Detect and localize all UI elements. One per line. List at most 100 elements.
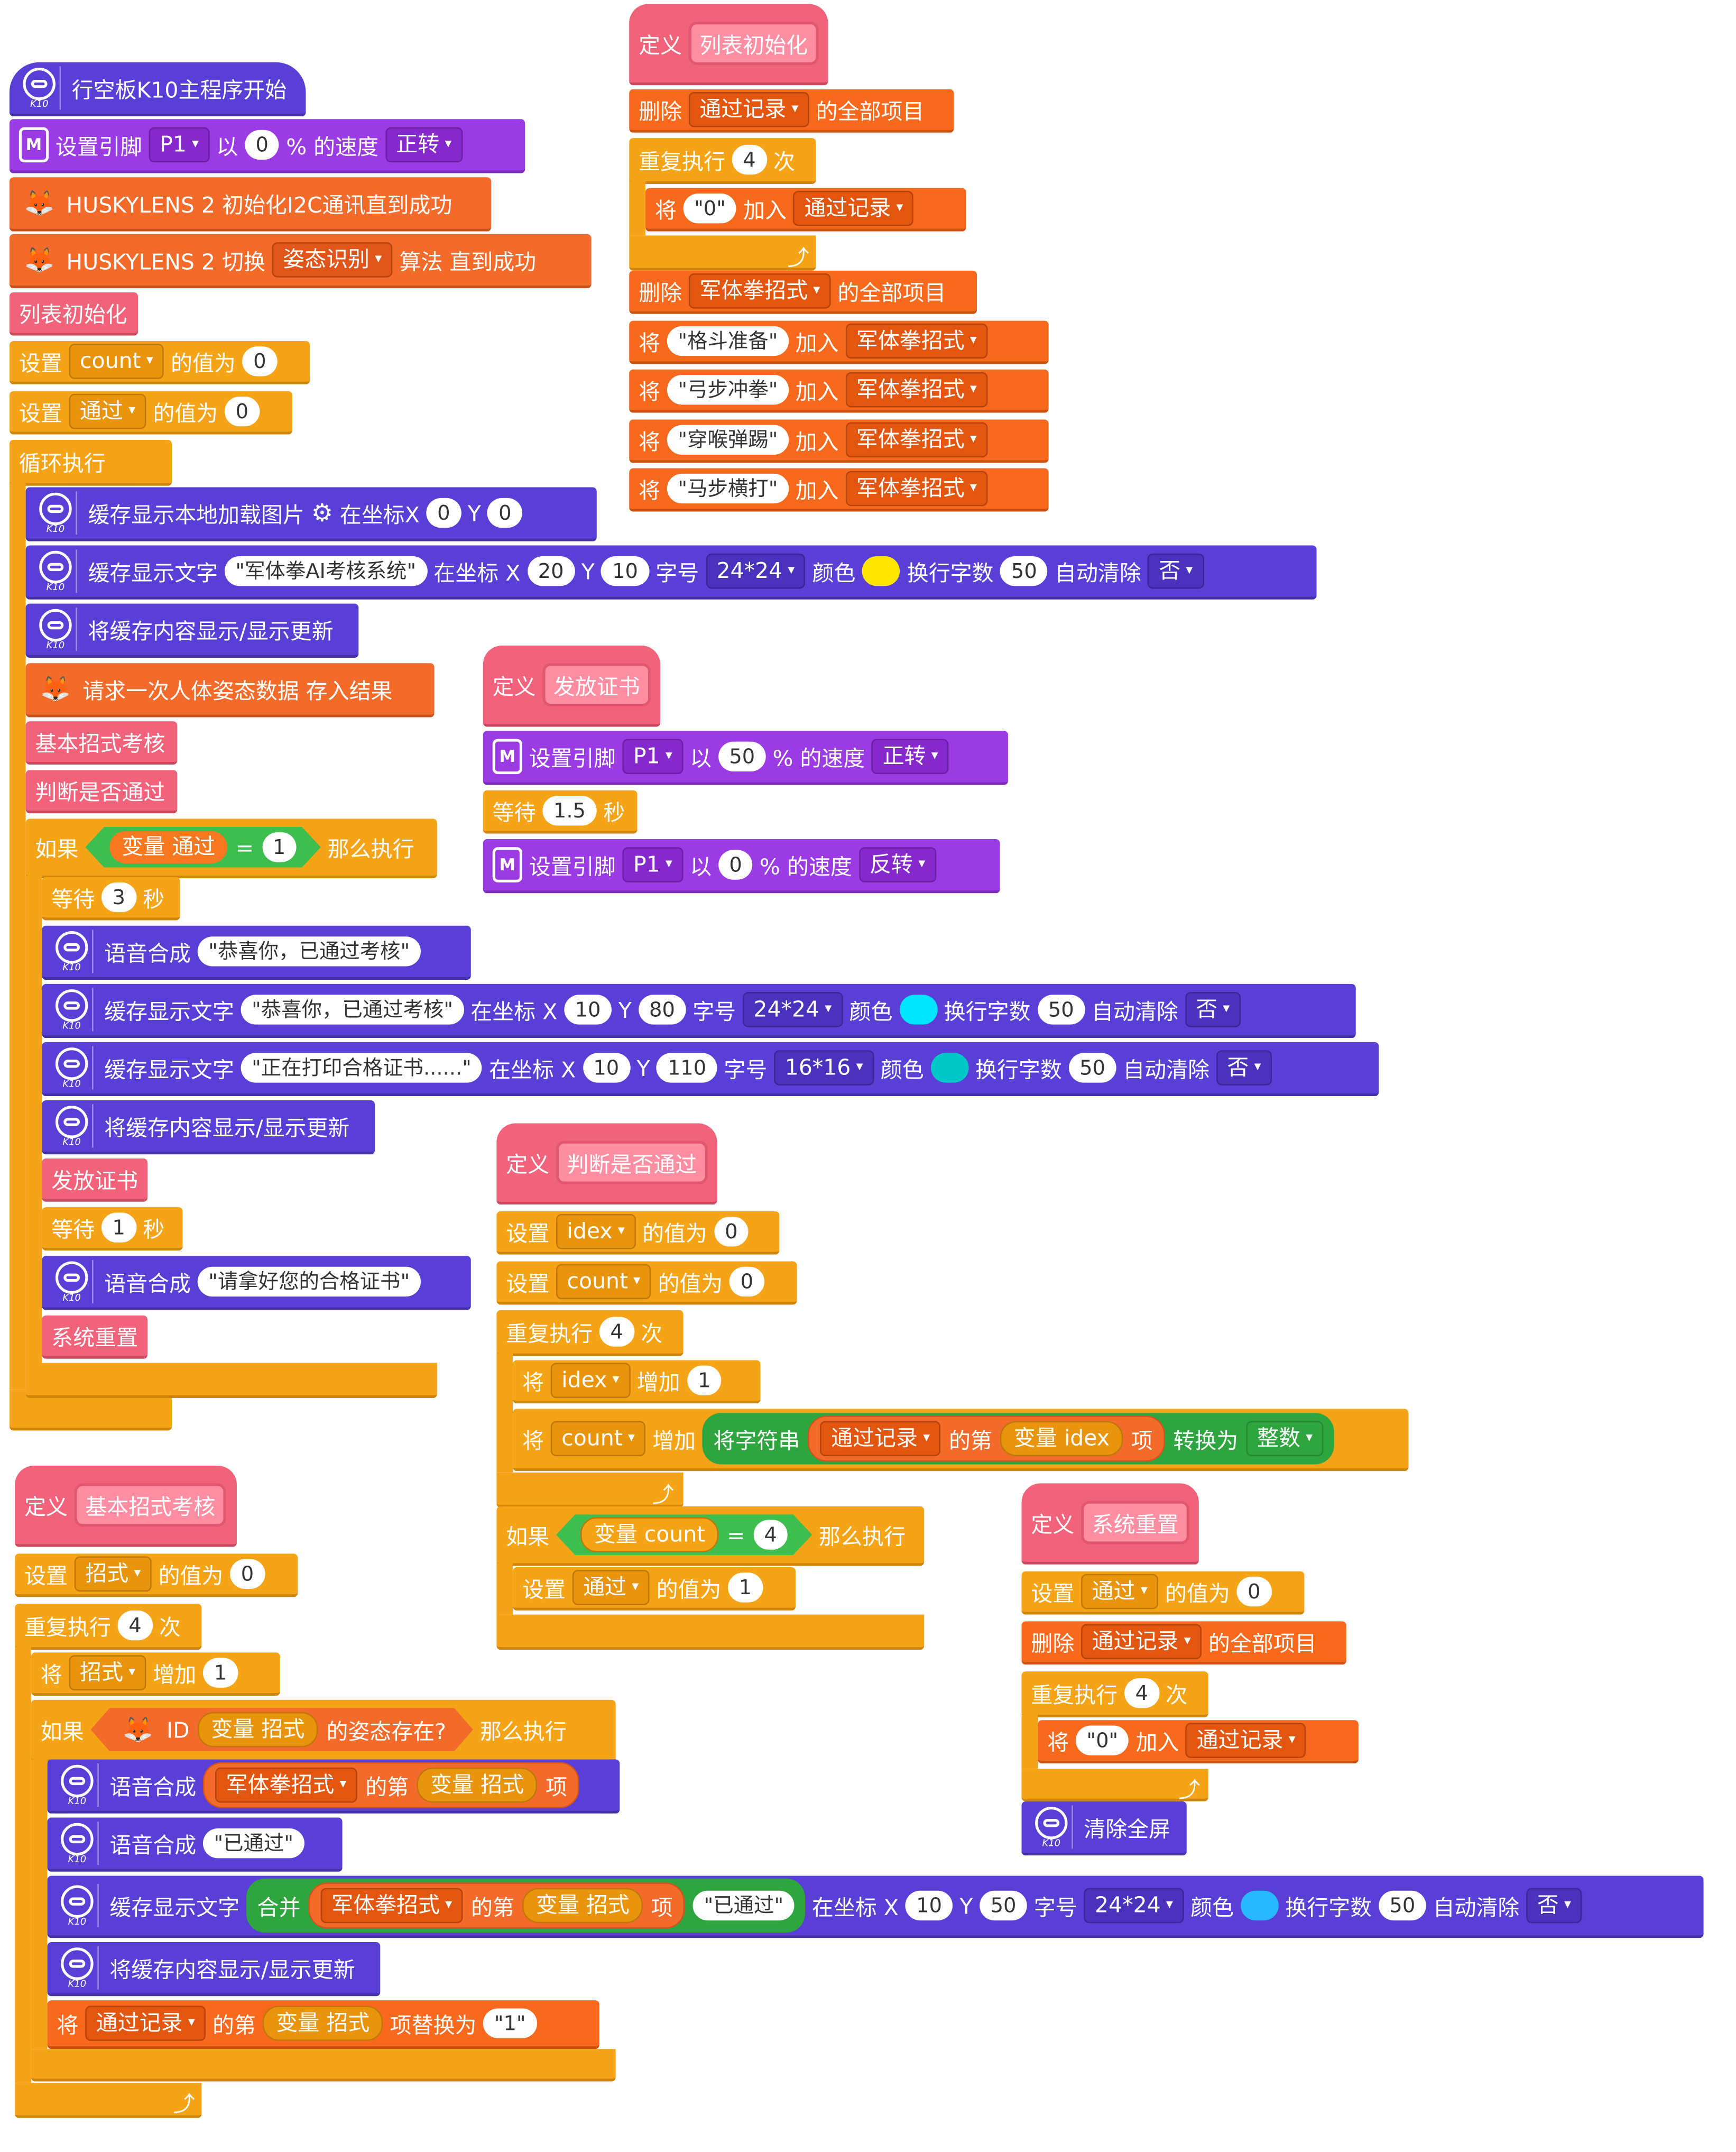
color-swatch-cyan[interactable] — [899, 995, 937, 1025]
pose-exists-condition[interactable]: 🦊 ID 变量 招式 的姿态存在? — [91, 1708, 474, 1751]
set-pin-block[interactable]: M 设置引脚 P1▾ 以 50 % 的速度 正转▾ — [483, 731, 1008, 785]
forever-label: 循环执行 — [19, 450, 106, 476]
call-cert[interactable]: 发放证书 — [42, 1158, 147, 1202]
load-image-block[interactable]: K10 缓存显示本地加载图片 ⚙ 在坐标X 0 Y 0 — [25, 487, 597, 541]
font-dropdown[interactable]: 24*24▾ — [705, 553, 806, 589]
delete-all-block[interactable]: 删除 通过记录▾ 的全部项目 — [629, 89, 954, 133]
refresh-block[interactable]: K10 将缓存内容显示/显示更新 — [47, 1942, 381, 1997]
count-dropdown[interactable]: count▾ — [69, 344, 164, 379]
repeat-block[interactable] — [1021, 1671, 1208, 1718]
huskylens-fox-icon: 🦊 — [40, 674, 71, 703]
call-basic[interactable]: 基本招式考核 — [25, 721, 178, 765]
value-input[interactable]: 0 — [242, 346, 278, 376]
request-pose-block[interactable]: 🦊 请求一次人体姿态数据 存入结果 — [25, 663, 435, 718]
call-list-init[interactable]: 列表初始化 — [9, 292, 138, 336]
k10-board-icon: K10 — [51, 930, 94, 973]
refresh-block[interactable]: K10 将缓存内容显示/显示更新 — [42, 1100, 375, 1155]
forever-block[interactable] — [9, 439, 172, 486]
speed-input[interactable]: 0 — [245, 130, 280, 160]
pass-dropdown[interactable]: 通过▾ — [69, 393, 146, 429]
define-check-pass[interactable]: 定义判断是否通过 — [496, 1123, 717, 1205]
define-list-init[interactable]: 定义列表初始化 — [629, 4, 828, 86]
pin-dropdown[interactable]: P1▾ — [149, 127, 210, 163]
set-count-block[interactable]: 设置 count▾ 的值为 0 — [9, 341, 310, 384]
color-swatch-blue[interactable] — [1240, 1890, 1279, 1921]
loop-arrow-icon: ⤴ — [1178, 1777, 1201, 1803]
k10-board-icon: K10 — [35, 608, 77, 651]
clear-screen-block[interactable]: K10 清除全屏 — [1021, 1801, 1187, 1856]
text-input[interactable]: "军体拳AI考核系统" — [224, 556, 427, 586]
condition-equals[interactable]: 变量 count = 4 — [556, 1514, 812, 1555]
repeat-block[interactable] — [629, 138, 816, 185]
add-move-block[interactable]: 将"穿喉弹踢" 加入军体拳招式▾ — [629, 419, 1049, 463]
color-swatch-teal[interactable] — [930, 1053, 969, 1083]
motor-icon: M — [19, 127, 49, 163]
refresh-block[interactable]: K10 将缓存内容显示/显示更新 — [25, 603, 359, 658]
define-cert[interactable]: 定义发放证书 — [483, 645, 661, 727]
show-title-text-block[interactable]: K10 缓存显示文字 "军体拳AI考核系统" 在坐标 X 20 Y 10 字号 … — [25, 545, 1317, 600]
dropdown-caret-icon: ▾ — [192, 136, 199, 152]
set-pin-block[interactable]: M 设置引脚 P1▾ 以 0 % 的速度 反转▾ — [483, 839, 1000, 894]
string-convert-reporter[interactable]: 将字符串 通过记录▾ 的第 变量 idex 项 转换为 整数▾ — [702, 1413, 1335, 1465]
color-swatch-yellow[interactable] — [862, 556, 900, 586]
gear-icon[interactable]: ⚙ — [311, 499, 334, 527]
huskylens-init-block[interactable]: 🦊 HUSKYLENS 2 初始化I2C通讯直到成功 — [9, 177, 492, 232]
list-item-reporter[interactable]: 军体拳招式▾ 的第 变量 招式 项 — [202, 1762, 580, 1808]
k10-board-icon: K10 — [1031, 1805, 1073, 1849]
set-pass-block[interactable]: 设置 通过▾ 的值为 0 — [9, 391, 292, 435]
set-pin-block[interactable]: M 设置引脚 P1▾ 以 0 % 的速度 正转▾ — [9, 119, 525, 173]
repeat-block[interactable] — [15, 1604, 202, 1650]
k10-board-icon: K10 — [51, 988, 94, 1032]
delete-all-block[interactable]: 删除 军体拳招式▾ 的全部项目 — [629, 270, 977, 314]
add-to-list-block[interactable]: 将 "0" 加入 通过记录▾ — [645, 188, 966, 232]
repeat-block[interactable] — [496, 1310, 684, 1356]
algorithm-dropdown[interactable]: 姿态识别▾ — [272, 242, 393, 278]
loop-arrow-icon: ⤴ — [652, 1482, 674, 1508]
hat-label: 行空板K10主程序开始 — [71, 77, 287, 103]
speech-block[interactable]: K10 语音合成 "已通过" — [47, 1817, 343, 1872]
add-move-block[interactable]: 将"格斗准备" 加入军体拳招式▾ — [629, 320, 1049, 364]
call-check-pass[interactable]: 判断是否通过 — [25, 770, 178, 814]
delete-all-block[interactable]: 删除通过记录▾ 的全部项目 — [1021, 1621, 1346, 1665]
forever-arm — [9, 483, 26, 1390]
speech-block[interactable]: K10 语音合成 "恭喜你，已通过考核" — [42, 925, 471, 980]
show-text-join-block[interactable]: K10 缓存显示文字 合并 军体拳招式▾ 的第 变量 招式 项 "已通过" 在坐… — [47, 1875, 1704, 1938]
condition-equals[interactable]: 变量 通过 = 1 — [85, 827, 321, 868]
add-to-list-block[interactable]: 将"0" 加入通过记录▾ — [1038, 1720, 1359, 1764]
k10-board-icon: K10 — [57, 1946, 99, 1990]
speech-block[interactable]: K10 语音合成 军体拳招式▾ 的第 变量 招式 项 — [47, 1759, 620, 1814]
show-text-block-2[interactable]: K10 缓存显示文字 "正在打印合格证书......" 在坐标 X 10 Y 1… — [42, 1042, 1379, 1097]
add-move-block[interactable]: 将"弓步冲拳" 加入军体拳招式▾ — [629, 369, 1049, 413]
huskylens-fox-icon: 🦊 — [123, 1715, 153, 1744]
huskylens-switch-block[interactable]: 🦊 HUSKYLENS 2 切换 姿态识别▾ 算法 直到成功 — [9, 234, 592, 289]
main-program-hat[interactable]: K10 行空板K10主程序开始 — [9, 62, 306, 117]
define-reset[interactable]: 定义系统重置 — [1021, 1483, 1199, 1565]
show-text-block-1[interactable]: K10 缓存显示文字 "恭喜你，已通过考核" 在坐标 X 10 Y 80 字号 … — [42, 983, 1356, 1038]
join-reporter[interactable]: 合并 军体拳招式▾ 的第 变量 招式 项 "已通过" — [246, 1878, 806, 1933]
auto-clear-dropdown[interactable]: 否▾ — [1148, 553, 1204, 589]
add-move-block[interactable]: 将"马步横打" 加入军体拳招式▾ — [629, 468, 1049, 512]
define-basic[interactable]: 定义基本招式考核 — [15, 1466, 237, 1547]
huskylens-fox-icon: 🦊 — [24, 245, 54, 274]
direction-dropdown[interactable]: 正转▾ — [385, 127, 463, 163]
speech-block[interactable]: K10 语音合成 "请拿好您的合格证书" — [42, 1256, 471, 1310]
call-reset[interactable]: 系统重置 — [42, 1315, 147, 1359]
k10-board-icon: K10 — [51, 1259, 94, 1303]
replace-item-block[interactable]: 将 通过记录▾ 的第 变量 招式 项替换为 "1" — [47, 2000, 599, 2049]
motor-icon: M — [492, 739, 523, 775]
k10-board-icon: K10 — [57, 1763, 99, 1807]
variable-reporter[interactable]: 变量 通过 — [109, 831, 227, 863]
value-input[interactable]: 0 — [225, 396, 260, 427]
